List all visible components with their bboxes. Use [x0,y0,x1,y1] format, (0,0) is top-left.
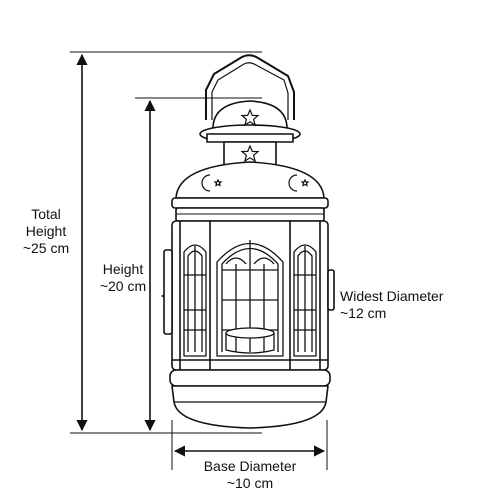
candle [225,327,275,354]
widest-diameter-label: Widest Diameter ~12 cm [340,288,443,322]
total-height-label: Total Height ~25 cm [14,206,78,257]
height-dimension [135,97,262,432]
widest-diameter-value: ~12 cm [340,305,387,321]
lantern-left-window [183,244,207,357]
base-diameter-dimension [171,420,328,470]
height-label: Height ~20 cm [92,261,154,295]
widest-diameter-label-text: Widest Diameter [340,288,444,304]
height-value: ~20 cm [99,278,147,294]
star-icon [240,144,260,163]
crescent-moon-icon [288,174,310,192]
crescent-moon-icon [201,174,223,192]
base-diameter-label: Base Diameter ~10 cm [180,458,320,492]
total-height-label-line1: Total [31,206,61,222]
total-height-dimension [70,51,262,434]
lantern-dome [175,161,325,199]
star-icon [240,108,260,127]
lantern-handle [205,54,295,120]
lantern-right-window [293,244,317,357]
total-height-label-line2: Height [25,223,67,239]
left-hinge [163,249,173,335]
base-diameter-label-text: Base Diameter [203,458,297,474]
base-diameter-value: ~10 cm [226,475,274,491]
right-hinge [327,269,335,311]
lantern-base [169,369,331,387]
height-label-text: Height [102,261,144,277]
total-height-value: ~25 cm [22,240,70,256]
